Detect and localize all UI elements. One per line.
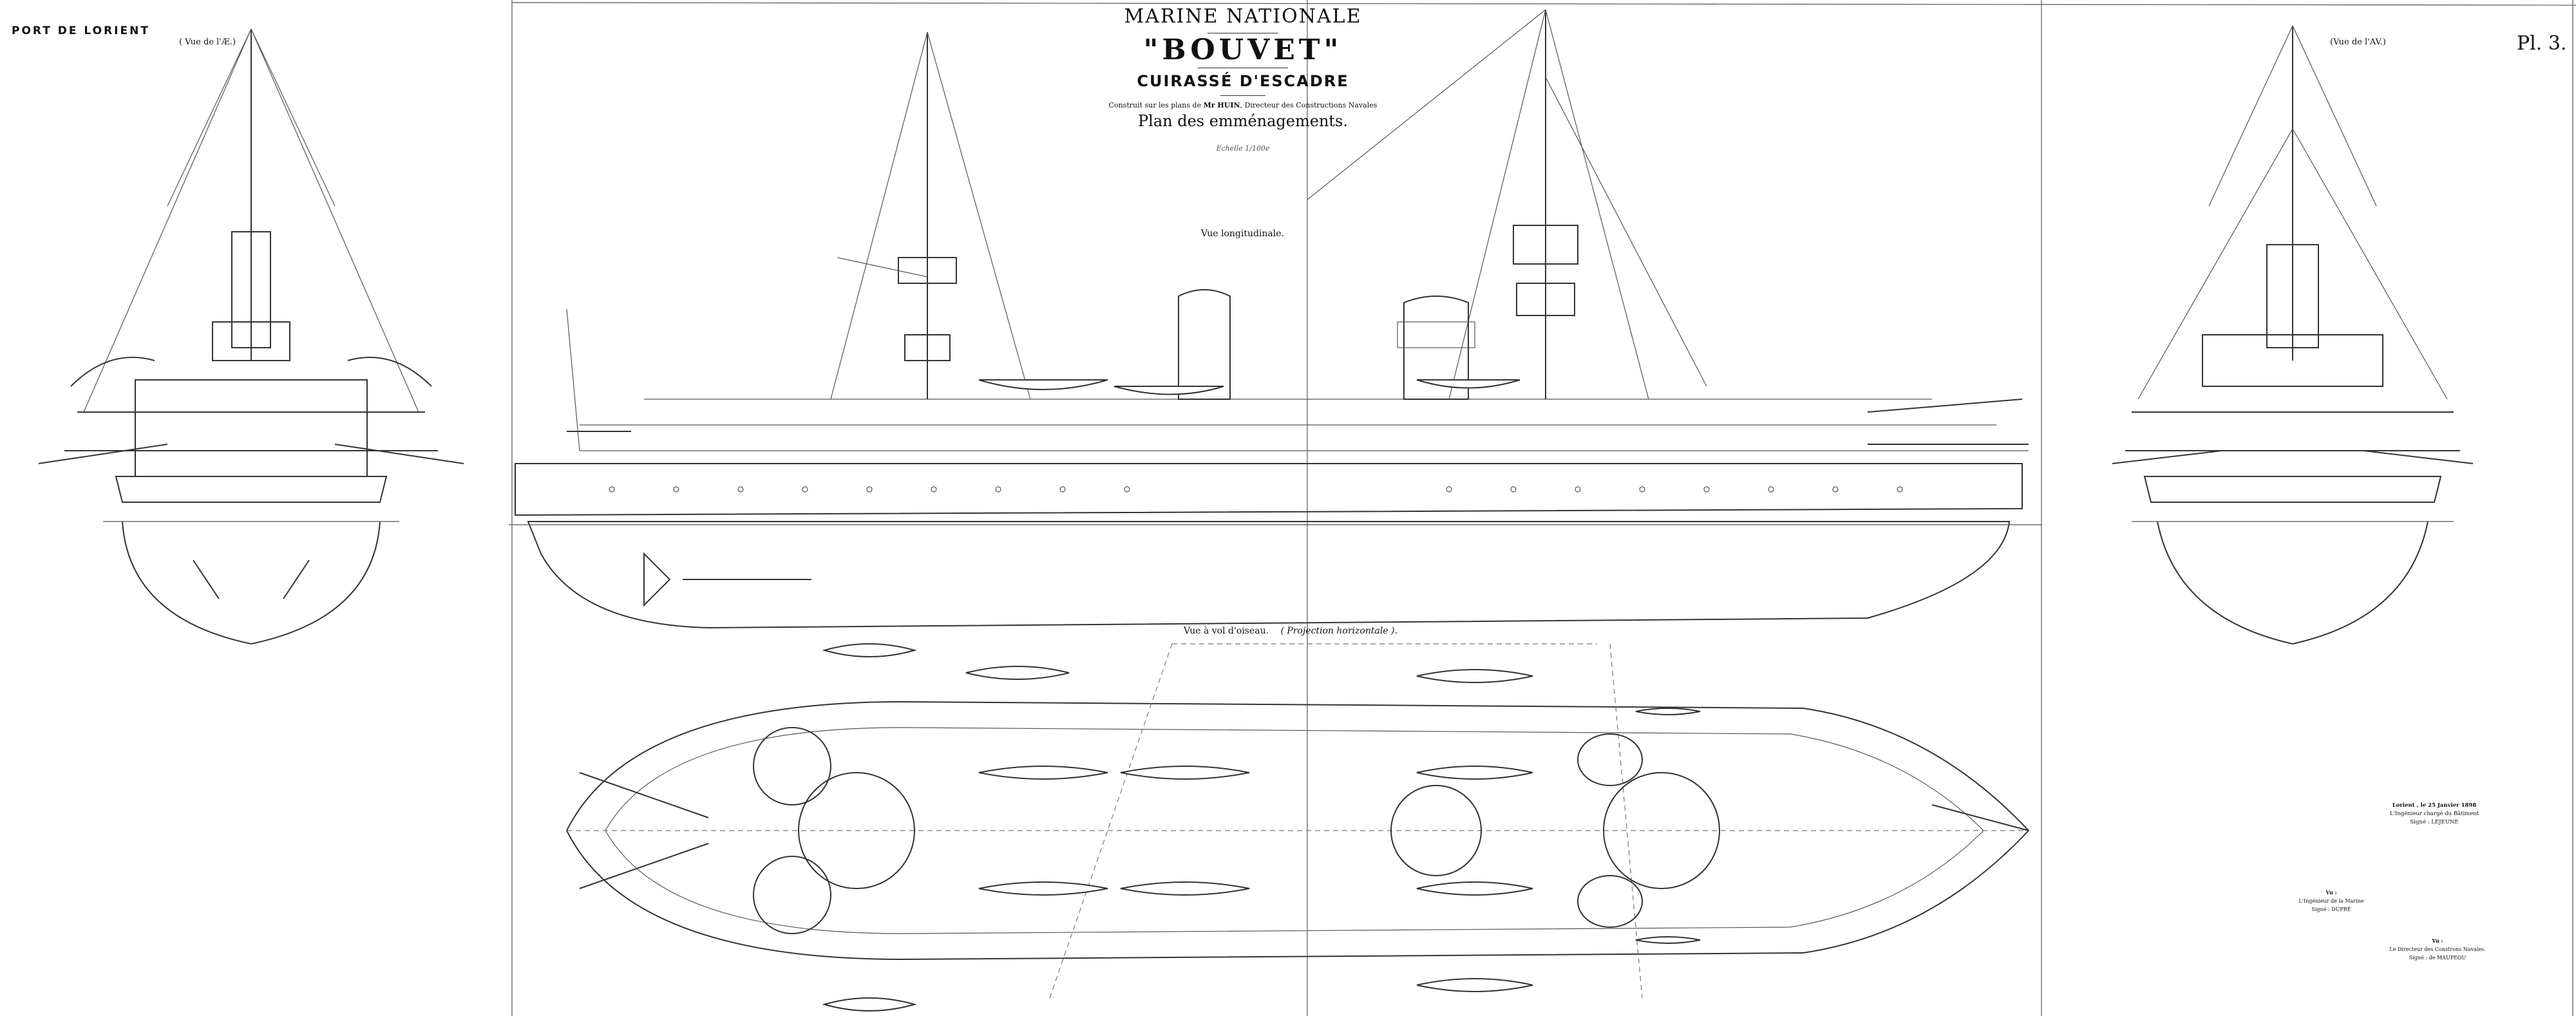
plate-number: Pl. 3. xyxy=(2517,32,2567,55)
stern-view-drawing xyxy=(38,28,464,645)
stern-view-label: ( Vue de l'Æ.) xyxy=(179,37,236,47)
bow-view-drawing xyxy=(2112,25,2474,645)
engineer-title: L'Ingénieur chargé du Bâtiment xyxy=(2389,811,2479,817)
marine-signature-block: Vu : L'Ingénieur de la Marine Signé : DU… xyxy=(2289,889,2373,914)
authority-title: MARINE NATIONALE xyxy=(1124,5,1362,28)
ship-name: "BOUVET" xyxy=(1143,33,1343,66)
engineer-signature-block: Lorient , le 25 Janvier 1898 L'Ingénieur… xyxy=(2376,802,2492,827)
marine-signature: Signé : DUPRÉ xyxy=(2311,907,2351,912)
engineer-signature: Signé : LEJEUNE xyxy=(2410,819,2459,825)
ship-type: CUIRASSÉ D'ESCADRE xyxy=(1137,72,1349,90)
port-label: PORT DE LORIENT xyxy=(12,24,150,37)
plan-title: Plan des emménagements. xyxy=(1138,112,1348,130)
construction-line: Construit sur les plans de Mr HUIN, Dire… xyxy=(1082,101,1404,109)
plan-view-subtitle: ( Projection horizontale ). xyxy=(1280,626,1397,636)
scale-label: Echelle 1/100e xyxy=(1216,144,1270,153)
director-title: Le Directeur des Constrons Navales. xyxy=(2389,946,2486,952)
vu-label-2: Vu : xyxy=(2432,937,2443,944)
bow-view-label: (Vue de l'AV.) xyxy=(2330,37,2386,47)
longitudinal-view-drawing xyxy=(509,9,2041,629)
marine-title: L'Ingénieur de la Marine xyxy=(2298,898,2364,904)
vu-label-1: Vu : xyxy=(2325,889,2337,896)
title-block: MARINE NATIONALE "BOUVET" CUIRASSÉ D'ESC… xyxy=(1082,5,1404,153)
director-signature: Signé : de MAUPEOU xyxy=(2409,955,2467,961)
plan-view-drawing xyxy=(565,643,2030,1011)
plan-view-title: Vue à vol d'oiseau. xyxy=(1184,626,1269,636)
place-date: Lorient , le 25 Janvier 1898 xyxy=(2392,802,2477,809)
longitudinal-view-label: Vue longitudinale. xyxy=(1201,229,1284,239)
construction-suffix: , Directeur des Constructions Navales xyxy=(1240,101,1378,109)
plan-view-label: Vue à vol d'oiseau. ( Projection horizon… xyxy=(1184,626,1397,636)
designer-name: Mr HUIN xyxy=(1203,101,1240,109)
construction-prefix: Construit sur les plans de xyxy=(1108,101,1202,109)
director-signature-block: Vu : Le Directeur des Constrons Navales.… xyxy=(2383,937,2492,962)
sheet-folds xyxy=(511,0,2576,1016)
